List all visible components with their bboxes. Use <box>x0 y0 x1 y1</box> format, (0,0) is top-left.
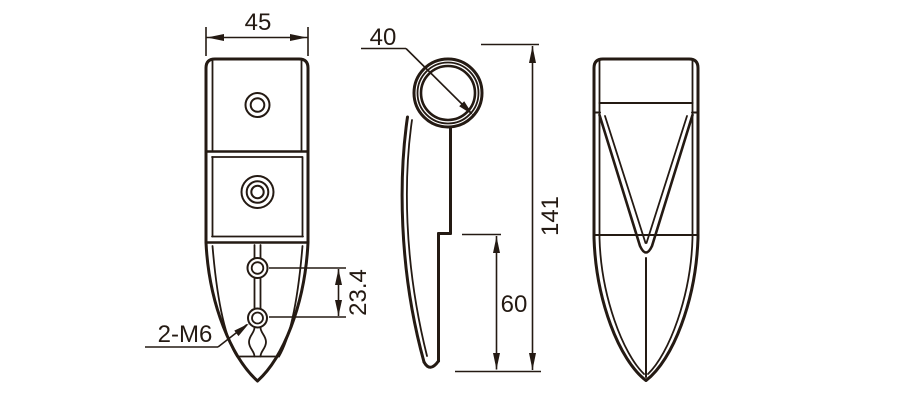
rear-v-groove-outer <box>598 113 694 254</box>
dim-23-4-label: 23.4 <box>345 269 372 316</box>
front-m6-hole-top-inner <box>250 261 265 275</box>
dim-40-label: 40 <box>370 24 397 51</box>
front-hole2-inner <box>250 184 265 200</box>
front-outline <box>204 57 310 383</box>
front-hole2-mid <box>245 180 270 204</box>
front-taper-inner-right <box>278 245 304 358</box>
front-hole1-outer <box>244 92 271 118</box>
side-bottom-tip <box>422 359 440 369</box>
front-view <box>204 57 310 383</box>
dim-141-arrow-down-icon <box>529 353 536 370</box>
rear-outline <box>592 57 700 382</box>
label-2-m6-arrow-icon <box>234 323 249 337</box>
side-back-curve-inner <box>406 119 428 357</box>
front-hole2-outer <box>240 175 275 209</box>
front-taper-inner-left <box>211 245 238 358</box>
rear-v-groove-inner-right <box>645 115 688 244</box>
dim-45-label: 45 <box>245 9 272 36</box>
side-back-curve-outer <box>400 115 426 364</box>
dim-141: 141 <box>455 43 564 373</box>
rear-inner-wall-left <box>598 59 645 375</box>
front-keyhole-left <box>248 326 256 358</box>
dim-45-arrow-left-icon <box>207 34 224 41</box>
rear-view <box>592 57 700 382</box>
dim-45-arrow-right-icon <box>290 34 307 41</box>
rear-inner-wall-right <box>647 59 694 375</box>
dim-60-label: 60 <box>501 291 528 318</box>
label-2-m6-text: 2-M6 <box>158 321 213 348</box>
side-ring-hole <box>419 64 477 122</box>
dim-60-arrow-down-icon <box>493 353 500 370</box>
side-ring-mid <box>416 61 480 125</box>
dim-23-4: 23.4 <box>269 267 372 318</box>
dim-60-arrow-up-icon <box>493 236 500 253</box>
side-ring-outer <box>412 57 484 129</box>
dim-40: 40 <box>361 24 473 115</box>
dim-23-4-arrow-down-icon <box>335 300 342 316</box>
dim-60: 60 <box>462 233 528 370</box>
front-keyhole-right <box>259 326 267 358</box>
label-2-m6: 2-M6 <box>145 321 249 348</box>
front-m6-hole-bottom-inner <box>251 311 264 325</box>
front-m6-hole-bottom-outer <box>247 307 268 329</box>
dim-40-arrow-icon <box>459 101 473 115</box>
rear-v-groove-inner-left <box>604 115 647 244</box>
dim-23-4-arrow-up-icon <box>335 269 342 285</box>
dim-141-label: 141 <box>537 196 564 236</box>
front-m6-hole-top-outer <box>246 257 269 279</box>
dim-45: 45 <box>205 9 309 56</box>
front-hole1-inner <box>249 97 266 113</box>
dim-40-leader-diagonal <box>405 47 471 113</box>
dim-141-arrow-up-icon <box>529 46 536 63</box>
side-view <box>400 57 484 369</box>
